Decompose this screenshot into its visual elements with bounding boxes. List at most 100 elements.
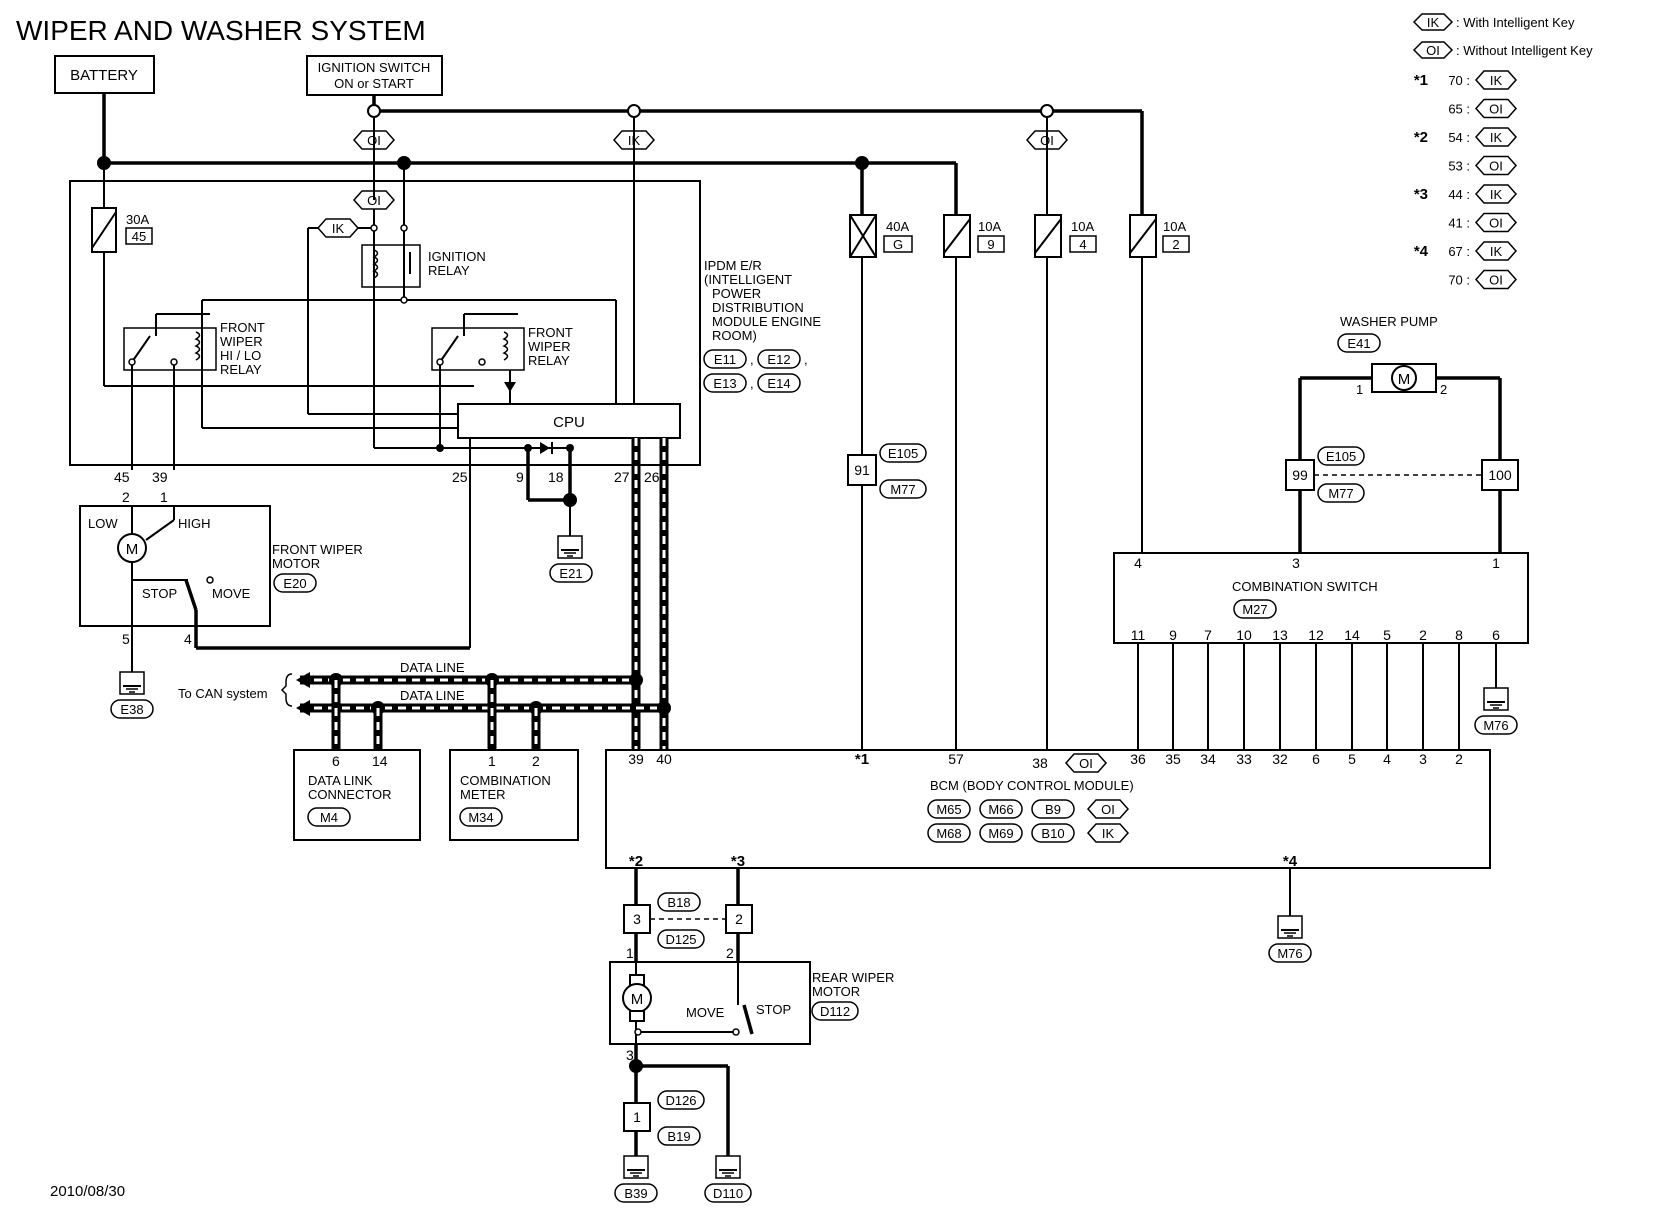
fuse-10a-4-number: 4: [1079, 237, 1086, 252]
fuse-40a-number: G: [893, 237, 903, 252]
bcm-conn-m66: M66: [988, 802, 1013, 817]
fwm-stop-label: STOP: [142, 586, 177, 601]
rwm-connector: D112: [820, 1004, 850, 1019]
ignition-switch-label: IGNITION SWITCH: [318, 60, 431, 75]
tag-ik-bcm: IK: [1102, 826, 1115, 841]
bcm-conn-m65: M65: [936, 802, 961, 817]
cs-bottom-pin: 12: [1308, 627, 1324, 643]
bcm-pin-star3: *3: [731, 853, 745, 870]
motor-symbol: M: [126, 541, 139, 558]
to-can-label: To CAN system: [178, 686, 268, 701]
fwm-high-label: HIGH: [178, 516, 211, 531]
tag-oi-1: OI: [367, 133, 381, 148]
wp-pin-2: 2: [1440, 382, 1447, 397]
fuse-30a-label: 30A: [126, 212, 149, 227]
cm-label-2: METER: [460, 787, 506, 802]
legend-pin-number: 70 :: [1448, 73, 1470, 88]
ipdm-conn-e11: E11: [714, 352, 736, 367]
tag-ik-1: IK: [628, 133, 641, 148]
ipdm-pin-18: 18: [548, 469, 564, 485]
legend-star: *1: [1414, 72, 1428, 89]
rear-wiper-stop-label: STOP: [756, 1002, 791, 1017]
ipdm-label-6: ROOM): [712, 328, 757, 343]
ground-m76-a: M76: [1483, 718, 1508, 733]
bcm-pin-38: 38: [1032, 755, 1048, 771]
dlc-pin-14: 14: [372, 753, 388, 769]
legend-star: *4: [1414, 243, 1429, 260]
sep: ,: [750, 352, 754, 367]
bcm-top-pin: 32: [1272, 751, 1288, 767]
ipdm-conn-e12: E12: [767, 352, 790, 367]
ignition-relay-label-2: RELAY: [428, 263, 470, 278]
tag-ik-2: IK: [332, 221, 345, 236]
bcm-top-pin: 34: [1200, 751, 1216, 767]
bcm-top-pin: 33: [1236, 751, 1252, 767]
ipdm-label-2: (INTELLIGENT: [704, 272, 792, 287]
ignition-switch-label-2: ON or START: [334, 76, 414, 91]
motor-symbol: M: [1398, 371, 1411, 388]
legend-pin-number: 67 :: [1448, 244, 1470, 259]
dlc-connector: M4: [320, 810, 338, 825]
cs-bottom-pin: 10: [1236, 627, 1252, 643]
ground-e38: E38: [120, 702, 143, 717]
cs-pin-1: 1: [1492, 555, 1500, 571]
legend-star: *2: [1414, 129, 1428, 146]
fwm-pin-1: 1: [160, 489, 168, 505]
ipdm-label-4: DISTRIBUTION: [712, 300, 804, 315]
fuse-10a-9-label: 10A: [978, 219, 1001, 234]
tag-oi-2: OI: [1040, 133, 1054, 148]
bcm-label: BCM (BODY CONTROL MODULE): [930, 778, 1134, 793]
combination-switch-box: [1113, 552, 1529, 644]
ignition-relay: [361, 244, 421, 288]
rear-wiper-move-label: MOVE: [686, 1005, 725, 1020]
fuse-10a-4-label: 10A: [1071, 219, 1094, 234]
legend-tag-shape: [1474, 98, 1518, 119]
fwm-pin-5: 5: [122, 631, 130, 647]
front-wiper-relay-label-1: FRONT: [528, 325, 573, 340]
cs-bottom-pin: 11: [1131, 627, 1146, 643]
ground-b39: B39: [624, 1186, 647, 1201]
legend-tag-shape: [1474, 155, 1518, 176]
ipdm-conn-e14: E14: [767, 376, 790, 391]
cs-bottom-pin: 8: [1455, 627, 1463, 643]
legend-pin-number: 54 :: [1448, 130, 1470, 145]
wp-pin-1: 1: [1356, 382, 1363, 397]
bcm-pin-39: 39: [628, 751, 644, 767]
ipdm-pin-26: 26: [644, 469, 660, 485]
ignition-switch-box: [306, 55, 443, 96]
washer-pump-label: WASHER PUMP: [1340, 314, 1438, 329]
legend-tag-shape: [1474, 212, 1518, 233]
conn-d126: D126: [665, 1093, 696, 1108]
legend-pin-number: 53 :: [1448, 159, 1470, 174]
conn-m77-a: M77: [890, 482, 915, 497]
legend-tag: OI: [1489, 273, 1503, 288]
legend-ik-tag: IK: [1427, 15, 1440, 30]
legend-star: *3: [1414, 186, 1428, 203]
legend-tag: OI: [1489, 159, 1503, 174]
front-wiper-relay: [431, 327, 525, 371]
rwm-pin-3: 3: [626, 1047, 634, 1063]
bcm-pin-star2: *2: [629, 853, 643, 870]
legend-tag-shape: [1474, 127, 1518, 147]
cm-connector: M34: [468, 810, 493, 825]
legend-tag: OI: [1489, 102, 1503, 117]
bcm-top-pin: 2: [1455, 751, 1463, 767]
legend-tag: IK: [1490, 73, 1503, 88]
hilo-relay-label-4: RELAY: [220, 362, 262, 377]
ignition-relay-label-1: IGNITION: [428, 249, 486, 264]
j99-label: 99: [1292, 467, 1308, 483]
fuse-10a-2-number: 2: [1172, 237, 1179, 252]
fuse-30a-number: 45: [132, 229, 146, 244]
ipdm-label-1: IPDM E/R: [704, 258, 762, 273]
cs-bottom-pin: 5: [1383, 627, 1391, 643]
legend-pin-number: 65 :: [1448, 102, 1470, 117]
ipdm-pin-27: 27: [614, 469, 630, 485]
fwm-move-label: MOVE: [212, 586, 251, 601]
bcm-conn-b10: B10: [1041, 826, 1064, 841]
tag-oi-3: OI: [367, 193, 381, 208]
rear-wiper-motor-box: [609, 961, 811, 1045]
fwm-pin-4: 4: [184, 631, 192, 647]
conn-b18: B18: [667, 895, 690, 910]
